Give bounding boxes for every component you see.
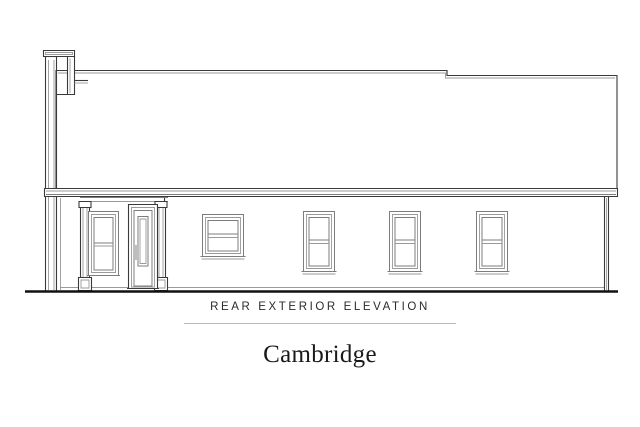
entry-door <box>127 203 159 290</box>
plan-name: Cambridge <box>263 341 377 368</box>
chimney-cap <box>42 49 88 96</box>
window-4 <box>474 211 510 275</box>
caption-block: REAR EXTERIOR ELEVATION Cambridge <box>0 300 640 369</box>
porch-window <box>87 211 120 276</box>
porch <box>77 197 169 292</box>
porch-post-left <box>77 200 93 292</box>
window-3 <box>387 211 423 275</box>
elevation-title: REAR EXTERIOR ELEVATION <box>210 301 430 313</box>
window-1 <box>200 214 246 260</box>
caption-divider <box>184 323 456 324</box>
upper-roof-mass <box>55 69 618 190</box>
eave-fascia-band <box>43 187 619 198</box>
chimney <box>44 55 58 291</box>
window-2 <box>301 211 337 275</box>
